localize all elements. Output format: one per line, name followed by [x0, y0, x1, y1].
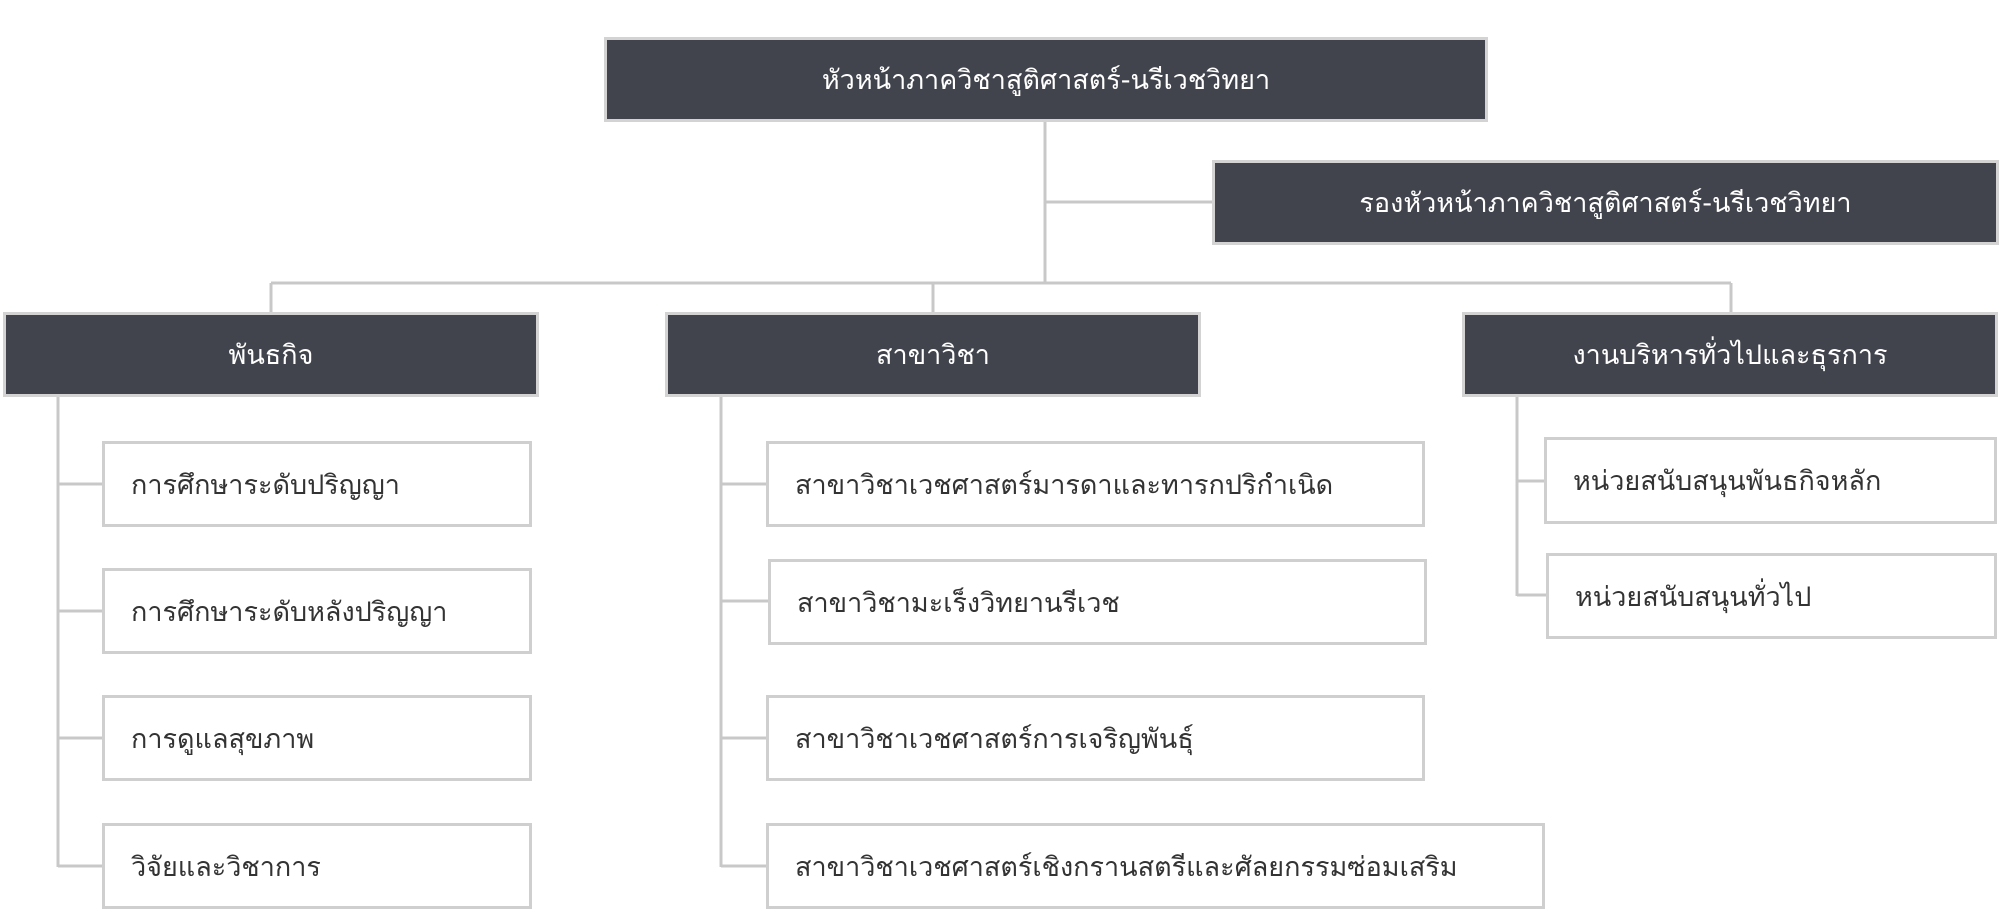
division-label: สาขาวิชา	[876, 340, 990, 371]
admin-item-box: หน่วยสนับสนุนทั่วไป	[1546, 553, 1997, 639]
division-label: พันธกิจ	[228, 340, 314, 371]
mission-item-box: การศึกษาระดับปริญญา	[102, 441, 532, 527]
admin-item-label: หน่วยสนับสนุนทั่วไป	[1575, 581, 1812, 613]
specialty-item-box: สาขาวิชาเวชศาสตร์เชิงกรานสตรีและศัลยกรรม…	[766, 823, 1545, 909]
specialty-item-label: สาขาวิชามะเร็งวิทยานรีเวช	[797, 587, 1120, 619]
specialty-item-box: สาขาวิชามะเร็งวิทยานรีเวช	[768, 559, 1427, 645]
division-specialty-box: สาขาวิชา	[665, 312, 1201, 397]
specialty-item-label: สาขาวิชาเวชศาสตร์มารดาและทารกปริกำเนิด	[795, 469, 1334, 501]
division-mission-box: พันธกิจ	[3, 312, 539, 397]
admin-item-box: หน่วยสนับสนุนพันธกิจหลัก	[1544, 437, 1997, 524]
division-admin-box: งานบริหารทั่วไปและธุรการ	[1462, 312, 1998, 397]
mission-item-box: วิจัยและวิชาการ	[102, 823, 532, 909]
deputy-label: รองหัวหน้าภาควิชาสูติศาสตร์-นรีเวชวิทยา	[1359, 188, 1852, 219]
mission-item-box: การดูแลสุขภาพ	[102, 695, 532, 781]
admin-item-label: หน่วยสนับสนุนพันธกิจหลัก	[1573, 466, 1882, 497]
head-box: หัวหน้าภาควิชาสูติศาสตร์-นรีเวชวิทยา	[604, 37, 1488, 122]
mission-item-label: การศึกษาระดับปริญญา	[131, 469, 400, 501]
specialty-item-box: สาขาวิชาเวชศาสตร์มารดาและทารกปริกำเนิด	[766, 441, 1425, 527]
mission-item-label: การศึกษาระดับหลังปริญญา	[131, 596, 448, 628]
mission-item-label: วิจัยและวิชาการ	[131, 851, 321, 883]
specialty-item-label: สาขาวิชาเวชศาสตร์เชิงกรานสตรีและศัลยกรรม…	[795, 851, 1458, 883]
mission-item-label: การดูแลสุขภาพ	[131, 723, 315, 755]
deputy-box: รองหัวหน้าภาควิชาสูติศาสตร์-นรีเวชวิทยา	[1212, 160, 1999, 245]
specialty-item-box: สาขาวิชาเวชศาสตร์การเจริญพันธุ์	[766, 695, 1425, 781]
head-label: หัวหน้าภาควิชาสูติศาสตร์-นรีเวชวิทยา	[821, 65, 1271, 96]
mission-item-box: การศึกษาระดับหลังปริญญา	[102, 568, 532, 654]
specialty-item-label: สาขาวิชาเวชศาสตร์การเจริญพันธุ์	[795, 723, 1194, 755]
division-label: งานบริหารทั่วไปและธุรการ	[1572, 340, 1888, 371]
